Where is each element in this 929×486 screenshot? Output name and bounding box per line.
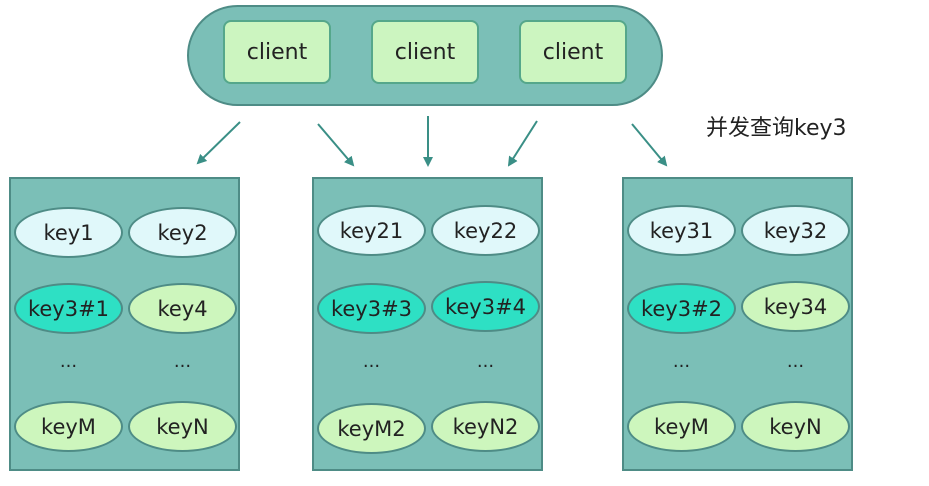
client-box[interactable]: client — [223, 20, 331, 84]
concurrent-query-note: 并发查询key3 — [706, 116, 847, 141]
key-ellipse: keyM — [14, 401, 123, 452]
key-ellipse: keyN — [128, 401, 237, 452]
storage-node-1: key1 key2 key3#1 key4 ... ... keyM keyN — [9, 177, 240, 471]
client-box[interactable]: client — [519, 20, 627, 84]
key-ellipse: keyM2 — [317, 403, 426, 454]
key-ellipse: key2 — [128, 207, 237, 258]
ellipsis: ... — [786, 351, 805, 372]
arrow-to-node-3 — [631, 123, 668, 167]
key-ellipse: key3#1 — [14, 283, 123, 334]
ellipsis: ... — [362, 351, 381, 372]
key-ellipse: key21 — [317, 205, 426, 256]
key-ellipse: key1 — [14, 207, 123, 258]
ellipsis: ... — [59, 351, 78, 372]
key-ellipse: key3#4 — [431, 281, 540, 332]
arrow-to-node-1 — [196, 121, 241, 165]
ellipsis: ... — [672, 351, 691, 372]
key-ellipse: keyM — [627, 401, 736, 452]
key-ellipse: key3#2 — [627, 283, 736, 334]
key-ellipse: keyN2 — [431, 401, 540, 452]
key-ellipse: keyN — [741, 401, 850, 452]
key-ellipse: key4 — [128, 283, 237, 334]
arrow-to-node-2-left — [317, 123, 355, 167]
key-ellipse: key31 — [627, 205, 736, 256]
ellipsis: ... — [173, 351, 192, 372]
key-ellipse: key3#3 — [317, 283, 426, 334]
storage-node-2: key21 key22 key3#3 key3#4 ... ... keyM2 … — [312, 177, 543, 471]
key-ellipse: key32 — [741, 205, 850, 256]
client-box[interactable]: client — [371, 20, 479, 84]
arrow-to-node-2-right — [507, 120, 538, 167]
storage-node-3: key31 key32 key3#2 key34 ... ... keyM ke… — [622, 177, 853, 471]
key-ellipse: key22 — [431, 205, 540, 256]
key-ellipse: key34 — [741, 281, 850, 332]
ellipsis: ... — [476, 351, 495, 372]
